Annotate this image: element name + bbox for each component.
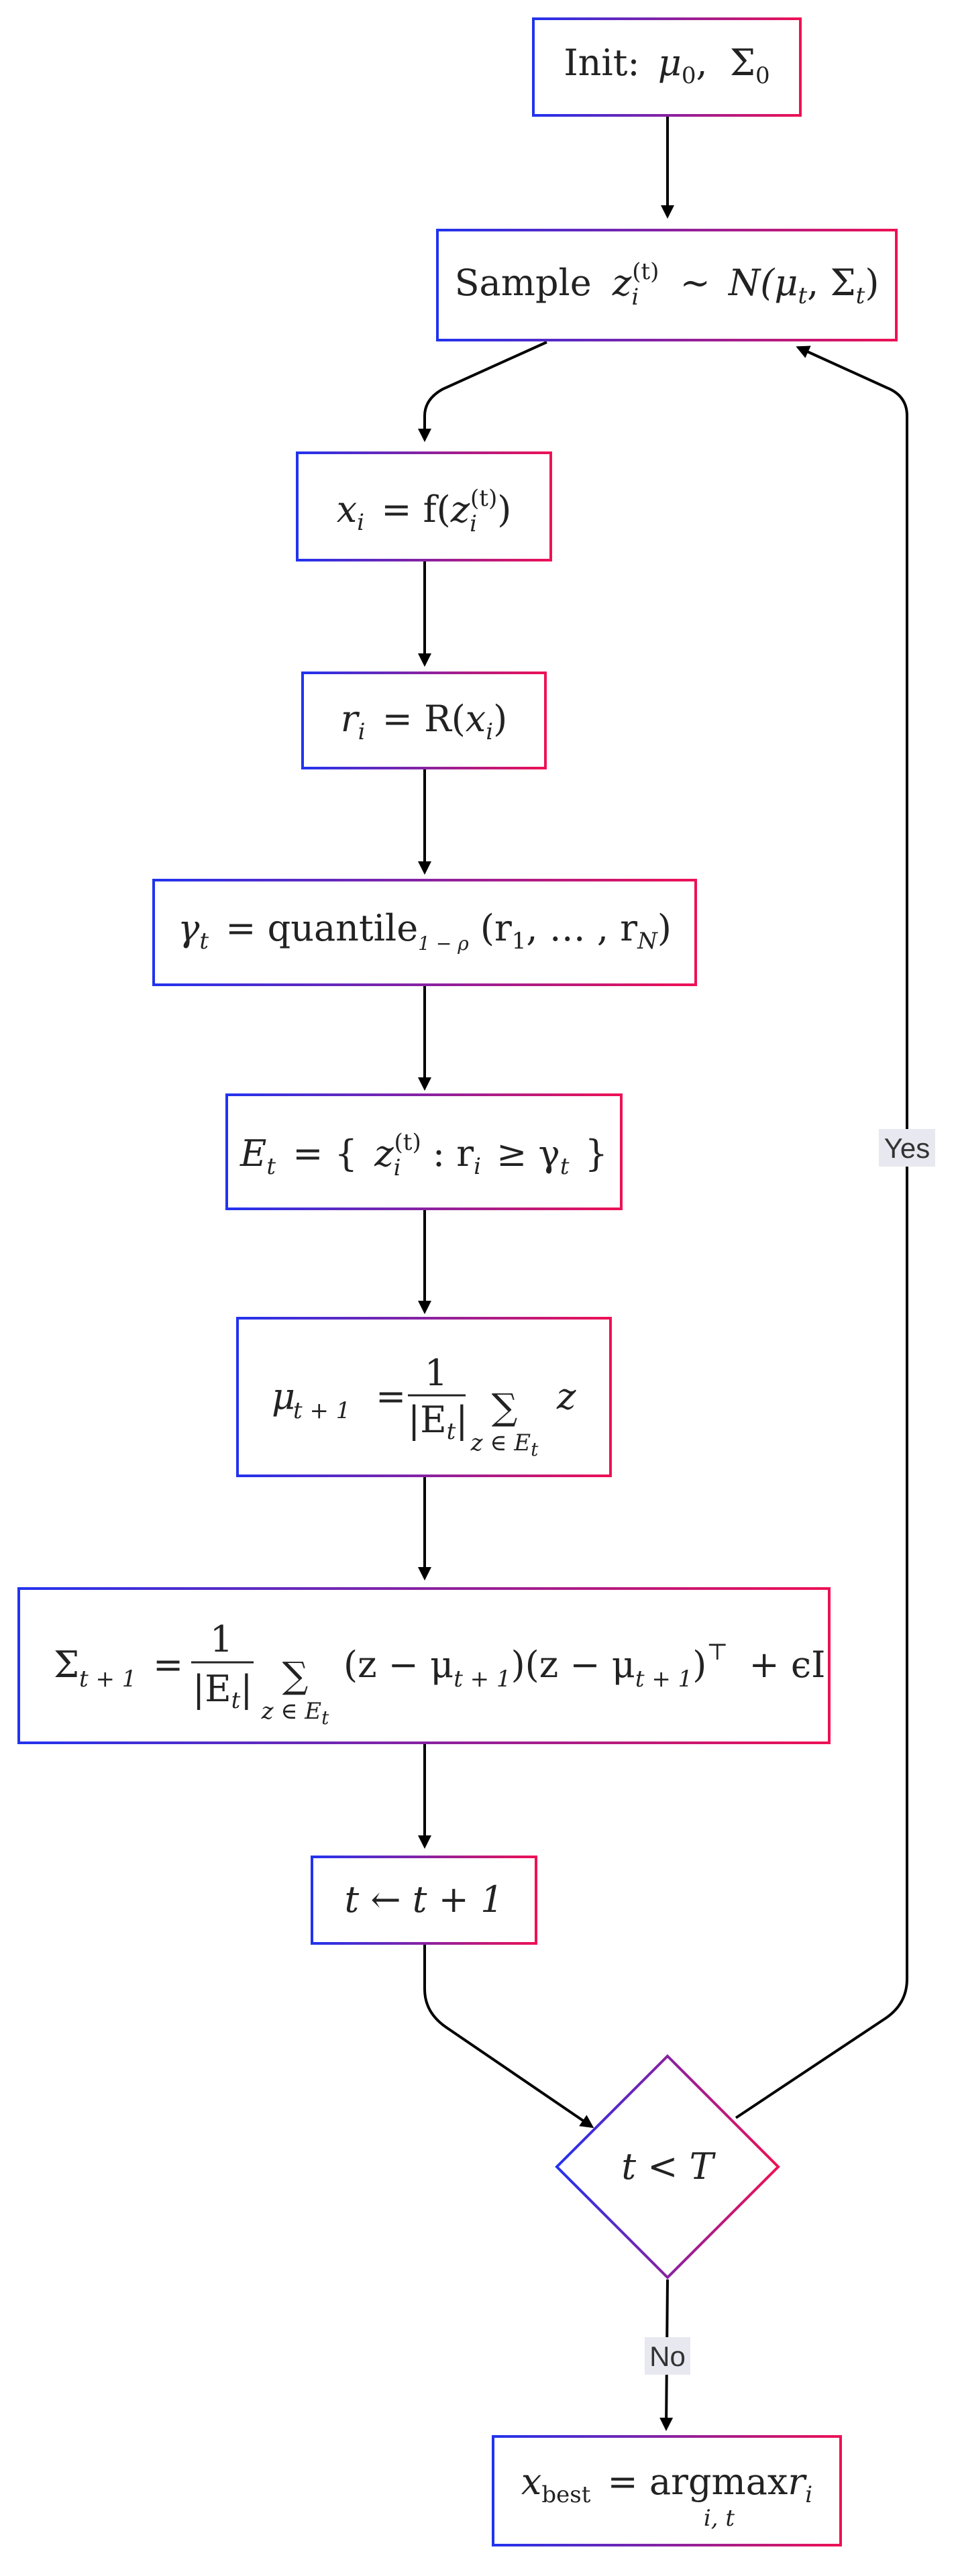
node-increment: t ← t + 1 bbox=[311, 1856, 537, 1945]
svg-text:Sample zi(t) ∼: Sample zi(t) ∼ N(μt, Σt) bbox=[455, 246, 880, 311]
svg-text:t + 1: t + 1 bbox=[79, 1666, 136, 1693]
svg-text:∑: ∑ bbox=[492, 1386, 518, 1428]
svg-text:t + 1: t + 1 bbox=[293, 1397, 350, 1424]
edge-label-no: No bbox=[645, 2337, 690, 2375]
svg-text:i, t: i, t bbox=[704, 2505, 735, 2532]
node-sigma-update: Σ t + 1 = 1 |Et| ∑ z ∈ Et (z − μt + 1)(z… bbox=[17, 1587, 831, 1744]
node-sample: Sample zi(t) ∼ N(μt, Σt) bbox=[436, 229, 898, 341]
node-reward: ri = R(xi) bbox=[301, 672, 547, 769]
node-result: xbest = argmaxri i, t bbox=[492, 2435, 842, 2546]
edge-increment-to-decision bbox=[423, 1943, 594, 2129]
svg-text:|Et|: |Et| bbox=[193, 1668, 253, 1714]
svg-text:1: 1 bbox=[210, 1618, 233, 1660]
svg-text:Σ: Σ bbox=[54, 1644, 79, 1686]
svg-text:z: z bbox=[556, 1375, 576, 1417]
svg-text:γt = quantile1 − ρ: γt = quantile1 − ρ (r1, … , rN) bbox=[178, 907, 672, 959]
svg-text:Init: μ0, Σ0: Init: μ0, Σ0 bbox=[564, 42, 769, 89]
svg-text:∑: ∑ bbox=[282, 1654, 309, 1697]
svg-text:No: No bbox=[649, 2341, 686, 2372]
edge-sample-to-decode bbox=[418, 341, 547, 442]
node-quantile: γt = quantile1 − ρ (r1, … , rN) bbox=[152, 879, 697, 986]
svg-text:=: = bbox=[153, 1644, 183, 1686]
svg-text:Yes: Yes bbox=[884, 1132, 930, 1164]
node-init: Init: μ0, Σ0 bbox=[532, 17, 802, 117]
svg-text:t ← t + 1: t ← t + 1 bbox=[345, 1878, 504, 1921]
node-decode: xi = f(zi(t)) bbox=[296, 451, 552, 561]
svg-text:xi = f(zi(t)): xi = f(zi(t)) bbox=[337, 485, 512, 539]
svg-text:xbest = argmaxri: xbest = argmaxri bbox=[521, 2461, 812, 2511]
edge-decision-yes-loop bbox=[735, 345, 908, 2119]
node-elite-set: Et = { zi(t) : ri ≥ γt } bbox=[225, 1093, 623, 1210]
svg-text:μ: μ bbox=[272, 1375, 295, 1417]
svg-text:t < T: t < T bbox=[621, 2145, 716, 2188]
node-decision: t < T bbox=[555, 2054, 780, 2279]
svg-text:1: 1 bbox=[425, 1352, 447, 1394]
svg-text:=: = bbox=[376, 1375, 406, 1417]
edge-label-yes: Yes bbox=[879, 1129, 935, 1167]
svg-text:Et = { zi(t): Et = { zi(t) : ri ≥ γt } bbox=[239, 1116, 608, 1183]
node-mu-update: μ t + 1 = 1 |Et| ∑ z ∈ Et z bbox=[236, 1317, 612, 1477]
svg-text:z ∈ Et: z ∈ Et bbox=[261, 1698, 330, 1729]
edges bbox=[418, 115, 908, 2431]
svg-text:(z − μt + 1)(z − μt + 1)⊤: (z − μt + 1)(z − μt + 1)⊤ + ϵI bbox=[343, 1626, 826, 1693]
svg-text:|Et|: |Et| bbox=[408, 1399, 468, 1445]
svg-text:z ∈ Et: z ∈ Et bbox=[470, 1430, 539, 1460]
svg-text:ri = R(xi): ri = R(xi) bbox=[341, 698, 507, 748]
